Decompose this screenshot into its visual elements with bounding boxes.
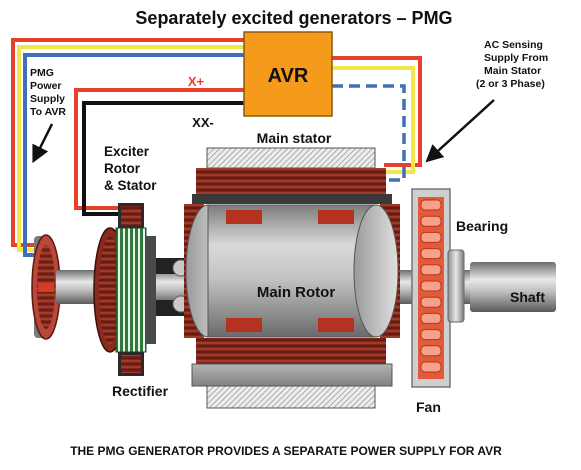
pmg-arrow [32, 123, 54, 164]
shaft-end [470, 262, 556, 312]
rectifier-label: Rectifier [112, 383, 169, 399]
pmg-label-line2: Power [30, 80, 62, 92]
bearing-label: Bearing [456, 218, 508, 234]
fan-fin [420, 361, 442, 373]
fan-fin [420, 296, 442, 308]
footer-caption: THE PMG GENERATOR PROVIDES A SEPARATE PO… [70, 444, 502, 458]
avr-label: AVR [268, 65, 309, 87]
avr-box [243, 31, 333, 117]
ac-sensing-line1: AC Sensing [484, 39, 543, 51]
main-stator [191, 147, 393, 409]
wiring [11, 38, 422, 257]
pmg-label-line3: Supply [30, 93, 65, 105]
fan-fin [420, 231, 442, 243]
shaft-label: Shaft [510, 289, 545, 305]
pmg-label-line1: PMG [30, 67, 54, 79]
pmg-disc [31, 234, 70, 340]
fan-label: Fan [416, 399, 441, 415]
main-rotor-label: Main Rotor [257, 284, 335, 301]
exciter [93, 203, 156, 376]
main-stator-label: Main stator [257, 130, 332, 146]
yellow-wire-sensing [332, 66, 415, 174]
blue-wire-pmg [23, 53, 244, 257]
fan-fin [420, 329, 442, 341]
xx-minus-label: XX- [192, 115, 214, 130]
ac-sensing-line4: (2 or 3 Phase) [476, 78, 545, 90]
pmg-label-line4: To AVR [30, 106, 66, 118]
red-wire-xplus [74, 88, 244, 210]
fan-fin [420, 215, 442, 227]
fan [411, 188, 451, 388]
exciter-label-line3: & Stator [104, 178, 157, 193]
exciter-label-line1: Exciter [104, 144, 150, 159]
fan-fin [420, 312, 442, 324]
x-plus-label: X+ [188, 74, 205, 89]
ac-sensing-line3: Main Stator [484, 65, 541, 77]
diagram-title: Separately excited generators – PMG [135, 8, 452, 28]
fan-fin [420, 248, 442, 260]
fan-fin [420, 264, 442, 276]
red-wire-sensing [332, 56, 422, 167]
fan-fin [420, 345, 442, 357]
yellow-wire-pmg [17, 45, 244, 252]
fan-fin [420, 199, 442, 211]
main-rotor [184, 204, 400, 338]
exciter-label-line2: Rotor [104, 161, 141, 176]
black-wire-xxminus [82, 101, 244, 216]
bearing [447, 249, 465, 323]
blue-wire-sensing [332, 84, 406, 182]
fan-fin [420, 280, 442, 292]
ac-sensing-line2: Supply From [484, 52, 548, 64]
sensing-arrow [425, 99, 495, 163]
